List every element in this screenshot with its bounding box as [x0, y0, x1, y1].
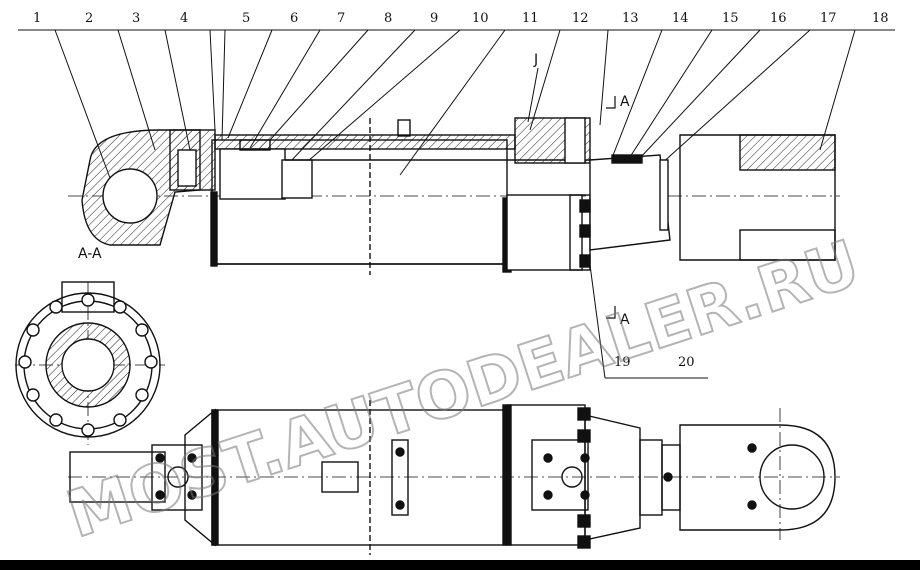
- callout-4: 4: [180, 11, 188, 26]
- callout-14: 14: [672, 11, 689, 26]
- callout-17: 17: [820, 11, 837, 26]
- callout-18: 18: [872, 11, 889, 26]
- section-marker-bottom: A: [620, 312, 630, 328]
- section-title: A-A: [78, 246, 102, 262]
- callout-20: 20: [678, 355, 695, 370]
- callout-5: 5: [242, 11, 250, 26]
- callout-labels: 1 2 3 4 5 6 7 8 9 10 11 12 13 14 15 16 1…: [33, 11, 889, 370]
- callout-15: 15: [722, 11, 739, 26]
- callout-9: 9: [430, 11, 438, 26]
- callout-6: 6: [290, 11, 298, 26]
- section-marker-group: [606, 96, 616, 319]
- callout-7: 7: [337, 11, 345, 26]
- callout-3: 3: [132, 11, 140, 26]
- callout-1: 1: [33, 11, 41, 26]
- callout-12: 12: [572, 11, 589, 26]
- callout-13: 13: [622, 11, 639, 26]
- bolt-circle: [18, 293, 158, 437]
- exterior-view-cylinder: [69, 400, 836, 555]
- section-view-cylinder: [81, 117, 836, 275]
- bottom-border: [0, 560, 920, 570]
- watermark: MOST.AUTODEALER.RU: [59, 227, 868, 553]
- callout-2: 2: [85, 11, 93, 26]
- callout-19: 19: [614, 355, 631, 370]
- callout-8: 8: [384, 11, 392, 26]
- detail-mark: J: [533, 52, 538, 68]
- leader-lines: [54, 29, 856, 379]
- section-aa-view: [15, 281, 161, 438]
- callout-10: 10: [472, 11, 489, 26]
- callout-11: 11: [522, 11, 539, 26]
- section-marker-top: A: [620, 94, 630, 110]
- callout-16: 16: [770, 11, 787, 26]
